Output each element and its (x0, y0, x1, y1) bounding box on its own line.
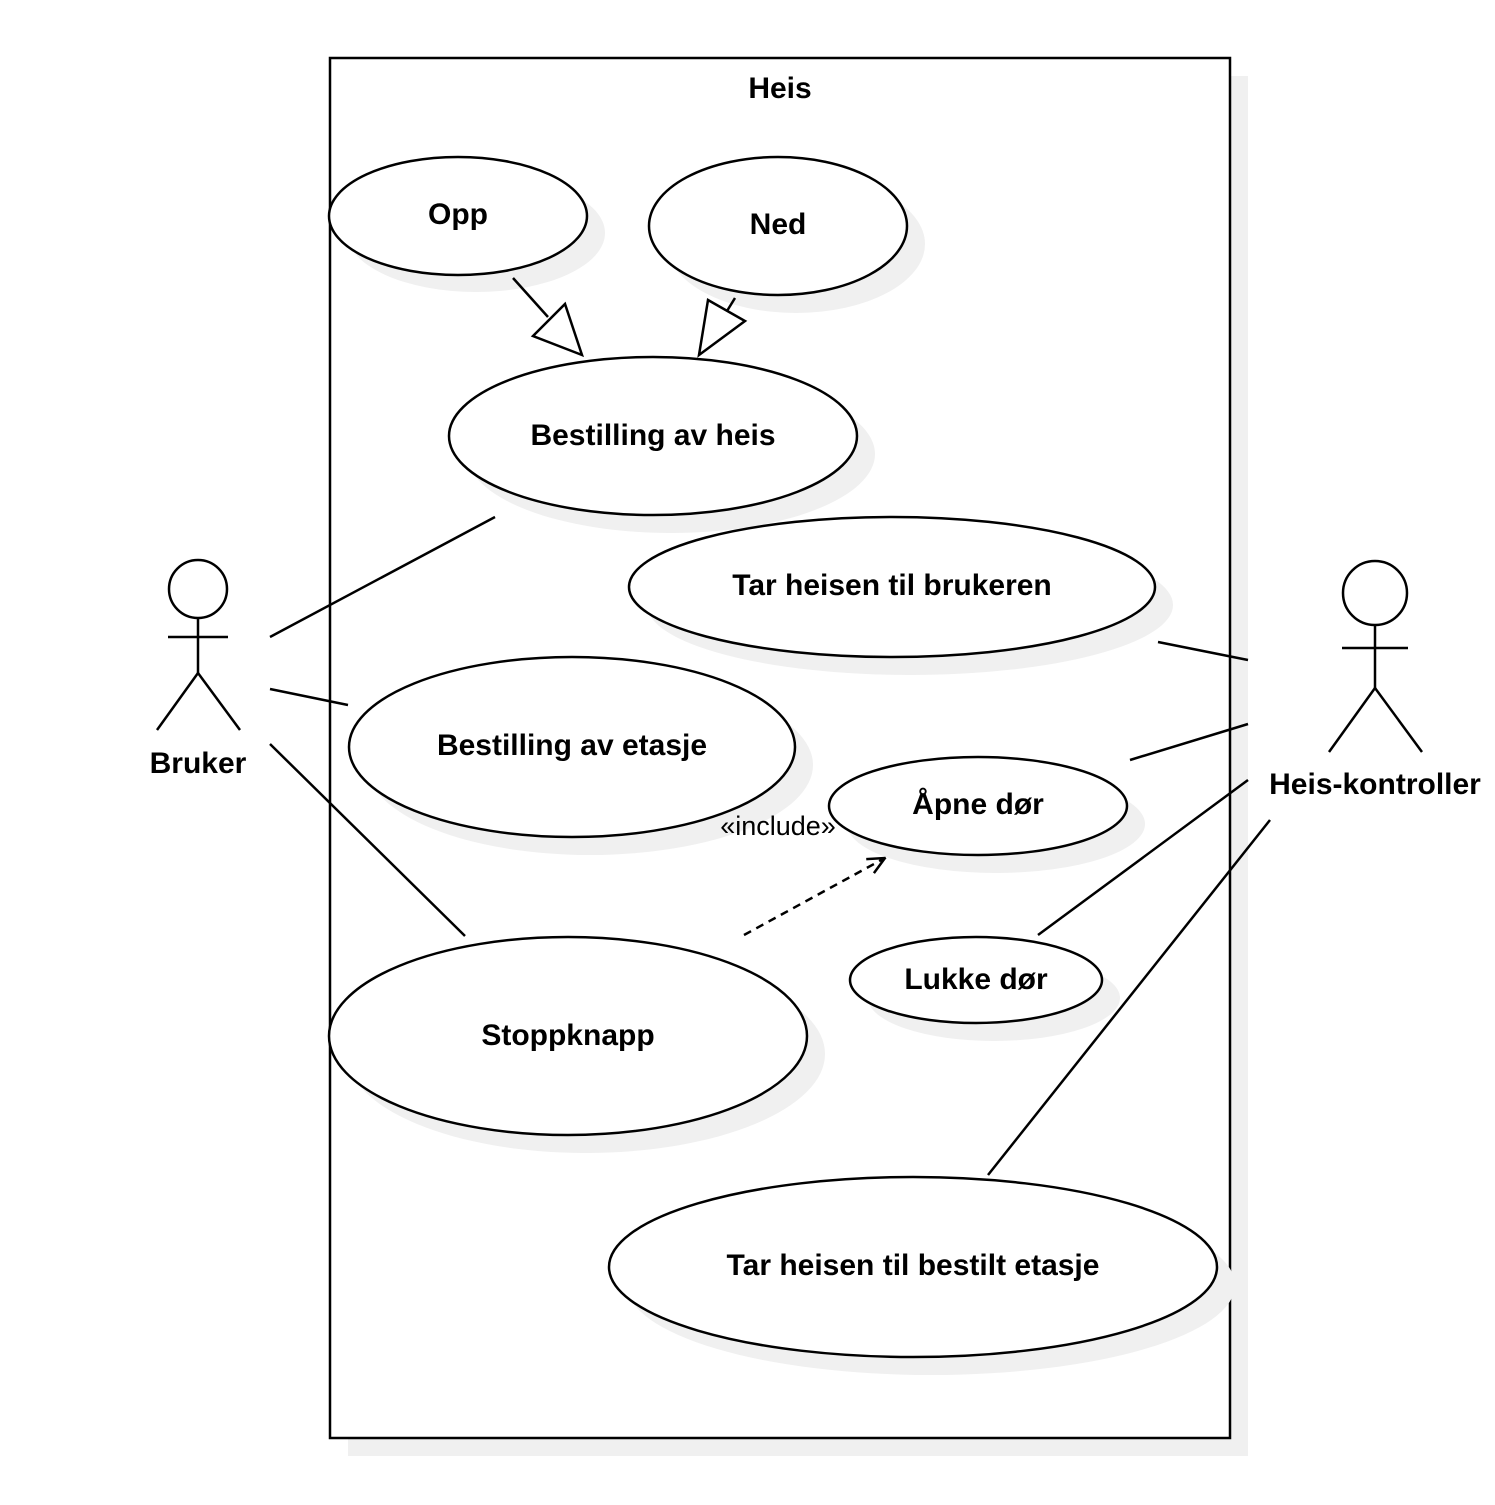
use-case-opp-label: Opp (428, 198, 488, 231)
system-title: Heis (748, 72, 811, 105)
use-case-stoppknapp[interactable]: Stoppknapp (327, 935, 825, 1153)
use-case-lukke-dor-label: Lukke dør (904, 963, 1048, 996)
use-case-bestilling-av-heis-label: Bestilling av heis (530, 419, 775, 452)
generalization-ned (697, 297, 748, 358)
use-case-tar-heisen-til-bestilt-etasje[interactable]: Tar heisen til bestilt etasje (607, 1175, 1235, 1375)
stick-figure-icon (155, 558, 242, 731)
assoc-bruker-stoppknapp (269, 743, 466, 937)
actor-bruker[interactable]: Bruker (150, 558, 247, 780)
actor-heis-kontroller[interactable]: Heis-kontroller (1269, 559, 1481, 801)
use-case-apne-dor-label: Åpne dør (912, 788, 1044, 821)
use-case-lukke-dor[interactable]: Lukke dør (848, 935, 1120, 1041)
use-case-ned[interactable]: Ned (647, 155, 925, 313)
use-case-ned-label: Ned (750, 208, 807, 241)
actor-heis-kontroller-label: Heis-kontroller (1269, 768, 1481, 801)
generalization-opp (512, 277, 585, 358)
use-case-opp[interactable]: Opp (327, 155, 605, 292)
use-case-tar-heisen-til-bestilt-etasje-label: Tar heisen til bestilt etasje (727, 1249, 1100, 1282)
stick-figure-icon (1327, 559, 1424, 753)
use-case-tar-heisen-til-brukeren-label: Tar heisen til brukeren (732, 569, 1052, 602)
use-case-bestilling-av-etasje[interactable]: Bestilling av etasje (347, 655, 813, 855)
include-label: «include» (720, 811, 836, 841)
use-case-apne-dor[interactable]: Åpne dør (827, 755, 1145, 873)
assoc-kontroller-apne-dor (1129, 722, 1249, 762)
use-case-bestilling-av-heis[interactable]: Bestilling av heis (447, 355, 875, 533)
assoc-bruker-bestilling-av-etasje (269, 687, 349, 707)
assoc-bruker-bestilling-av-heis (269, 515, 496, 639)
include-relation: «include» (720, 811, 885, 937)
actor-bruker-label: Bruker (150, 747, 247, 780)
associations-bruker (269, 515, 496, 937)
use-case-stoppknapp-label: Stoppknapp (481, 1019, 654, 1052)
associations-heis-kontroller (987, 640, 1271, 1176)
use-case-tar-heisen-til-brukeren[interactable]: Tar heisen til brukeren (627, 515, 1173, 675)
assoc-kontroller-tar-heisen-til-bestilt-etasje (987, 819, 1271, 1176)
assoc-kontroller-tar-heisen-til-brukeren (1157, 640, 1249, 662)
use-case-bestilling-av-etasje-label: Bestilling av etasje (437, 729, 707, 762)
assoc-kontroller-lukke-dor (1037, 778, 1249, 937)
